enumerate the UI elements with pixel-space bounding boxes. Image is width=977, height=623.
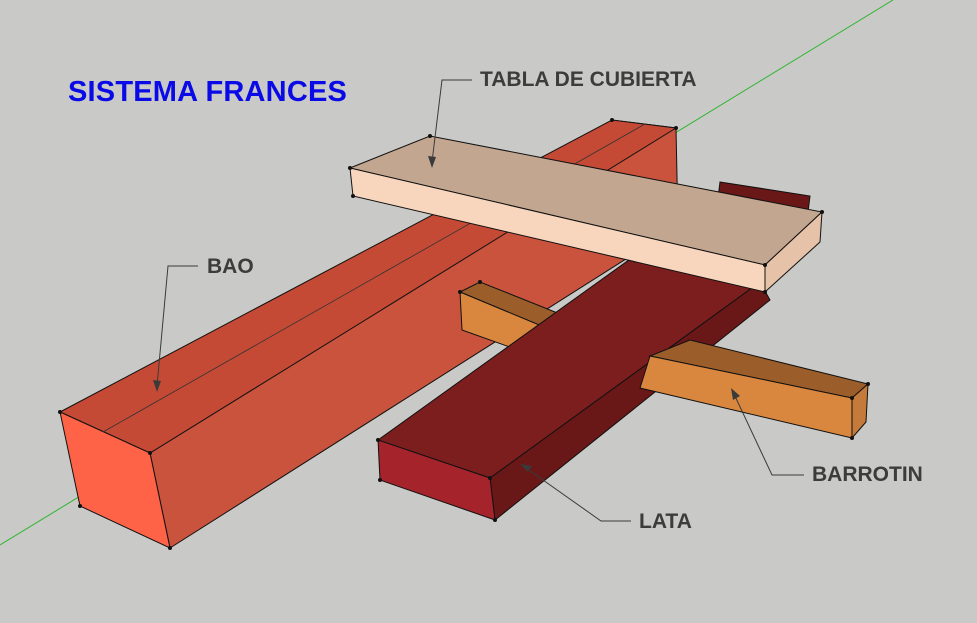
arrow-tabla-de-cubierta [428, 156, 436, 168]
barrotin-beam-right [639, 339, 870, 440]
label-tabla-de-cubierta: TABLA DE CUBIERTA [480, 68, 697, 91]
leader-bao [156, 265, 198, 387]
arrow-lata [520, 464, 532, 472]
leader-tabla-de-cubierta [431, 79, 472, 163]
diagram-title: SISTEMA FRANCES [68, 76, 348, 108]
barrotin-end-face [851, 382, 869, 440]
label-lata: LATA [639, 510, 692, 533]
tabla-end-face [764, 210, 823, 294]
label-barrotin: BARROTIN [812, 463, 923, 486]
leader-barrotin [733, 393, 804, 476]
arrow-bao [153, 380, 161, 392]
label-bao: BAO [207, 255, 254, 278]
tabla-de-cubierta-plank [348, 135, 824, 294]
arrow-barrotin [731, 388, 740, 400]
leader-lata [525, 467, 631, 522]
lata-beam [376, 181, 811, 521]
